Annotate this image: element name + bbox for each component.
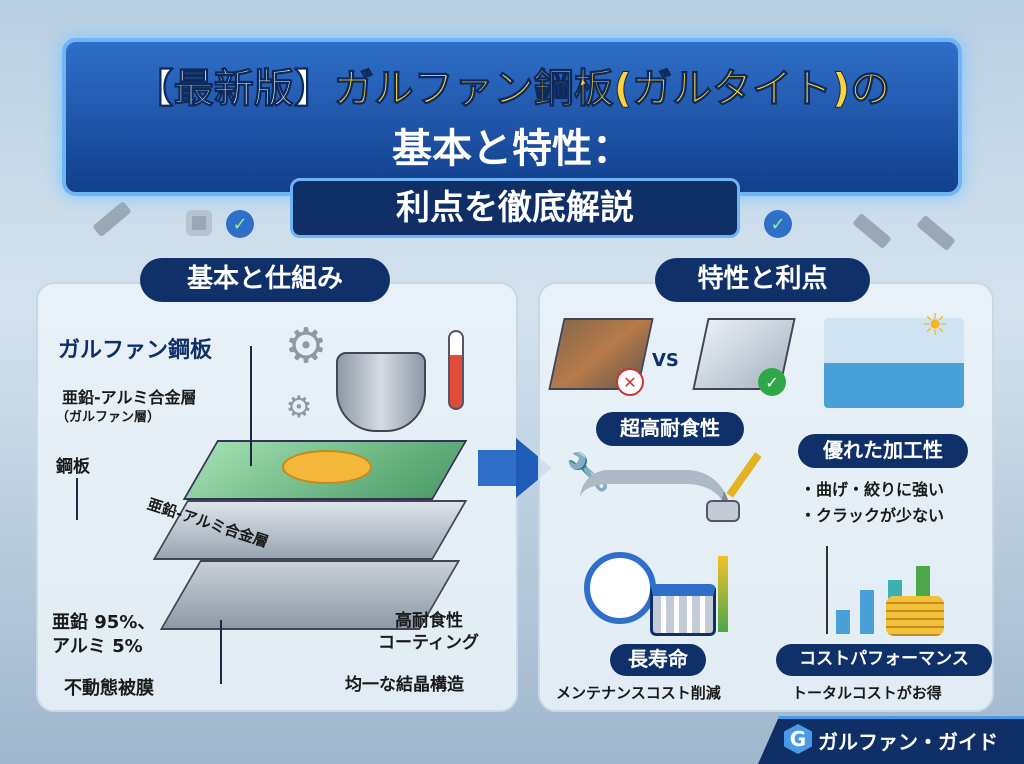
molten-metal-pot xyxy=(336,352,426,432)
right-heading: 特性と利点 xyxy=(655,258,870,302)
chart-bar xyxy=(836,610,850,634)
sun-icon: ☀ xyxy=(921,307,949,343)
check-icon: ✓ xyxy=(758,368,786,396)
brand-logo: G xyxy=(784,724,812,754)
gear-icon: ⚙ xyxy=(284,318,328,374)
label-steel: 鋼板 xyxy=(56,457,90,477)
paint-roller-icon xyxy=(706,500,740,522)
coin-stack-icon xyxy=(886,596,944,636)
page-title: 【最新版】ガルファン鋼板(ガルタイト)の xyxy=(66,56,958,114)
vs-label: VS xyxy=(652,350,679,371)
brand-name: ガルファン・ガイド xyxy=(818,730,998,754)
label-composition-1: 亜鉛 95%、 xyxy=(52,612,156,633)
feature-title: 長寿命 xyxy=(610,644,706,676)
label-coating-1: 高耐食性 xyxy=(395,611,463,631)
leader-line xyxy=(220,620,222,684)
arrow-right-icon xyxy=(478,450,518,486)
label-alloy-layer: 亜鉛-アルミ合金層 xyxy=(62,388,197,407)
gear-icon: ⚙ xyxy=(285,389,313,425)
thermometer-icon xyxy=(448,330,464,410)
chart-bar xyxy=(860,590,874,634)
title-banner: 【最新版】ガルファン鋼板(ガルタイト)の 基本と特性： xyxy=(62,38,962,196)
left-heading: 基本と仕組み xyxy=(140,258,390,302)
label-product: ガルファン鋼板 xyxy=(58,338,213,363)
feature-bullet: ・曲げ・絞りに強い xyxy=(800,480,945,499)
label-crystal: 均一な結晶構造 xyxy=(345,675,464,695)
feature-title: 超高耐食性 xyxy=(596,412,744,446)
label-passive-film: 不動態被膜 xyxy=(64,678,154,699)
label-composition-2: アルミ 5% xyxy=(52,636,143,657)
feature-title: 優れた加工性 xyxy=(798,434,968,468)
clock-icon xyxy=(584,552,656,624)
bolt-icon xyxy=(92,200,132,238)
check-icon: ✓ xyxy=(226,210,254,238)
growth-chart-icon xyxy=(826,546,828,634)
label-coating-2: コーティング xyxy=(378,633,479,653)
leader-line xyxy=(250,346,252,466)
arrow-up-icon xyxy=(718,556,728,632)
leader-line xyxy=(76,478,78,520)
x-icon: ✕ xyxy=(616,368,644,396)
bolt-icon xyxy=(916,214,956,252)
bolt-icon xyxy=(852,212,892,250)
feature-bullet: ・クラックが少ない xyxy=(800,506,945,525)
molten-zinc-puddle xyxy=(282,450,372,484)
title-main: ガルファン鋼板(ガルタイト)の xyxy=(333,66,891,113)
label-alloy-layer-sub: （ガルファン層） xyxy=(56,410,161,425)
title-line2: 基本と特性： xyxy=(392,126,632,172)
building-coast-icon xyxy=(824,318,964,408)
feature-caption: メンテナンスコスト削減 xyxy=(556,684,721,702)
feature-caption: トータルコストがお得 xyxy=(792,684,942,702)
subtitle-banner: 利点を徹底解説 xyxy=(290,178,740,238)
calendar-icon xyxy=(650,584,716,636)
feature-title: コストパフォーマンス xyxy=(776,644,992,676)
title-bracket: 【最新版】 xyxy=(133,66,334,113)
check-icon: ✓ xyxy=(764,210,792,238)
nut-icon xyxy=(186,210,212,236)
